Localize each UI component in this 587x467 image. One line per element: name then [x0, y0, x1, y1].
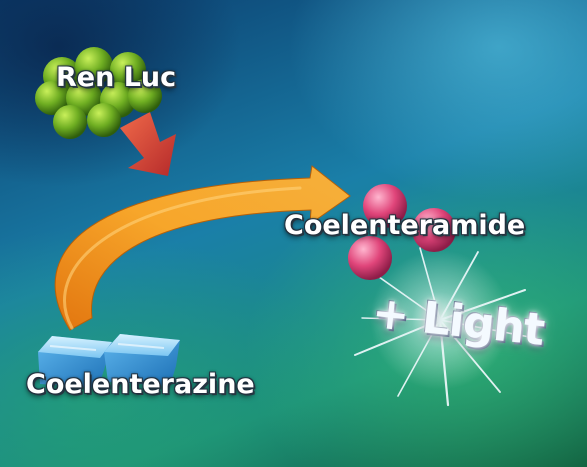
reaction-arrow: [54, 165, 351, 331]
product-label: Coelenteramide: [284, 210, 526, 241]
enzyme-label: Ren Luc: [56, 62, 177, 93]
substrate-label: Coelenterazine: [26, 369, 255, 400]
enzyme-arrow: [120, 112, 176, 176]
coelenteramide-product-icon: [348, 184, 456, 280]
coelenterazine-substrate-icon: [38, 334, 180, 388]
renluc-enzyme-icon: [35, 47, 162, 139]
light-burst-icon: [354, 247, 536, 407]
